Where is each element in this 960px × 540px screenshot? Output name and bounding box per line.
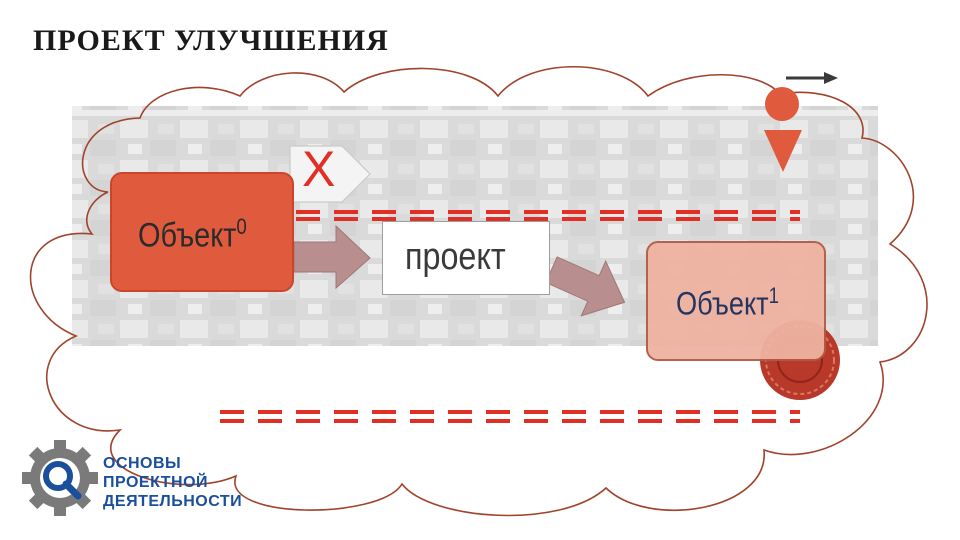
object-end-superscript: 1 (768, 283, 780, 308)
person-body-icon (764, 130, 802, 172)
object-start-label: Объект0 (138, 214, 247, 255)
logo-line-2: ПРОЕКТНОЙ (103, 474, 209, 491)
project-box: проект (382, 221, 550, 295)
band-top-stripe (72, 110, 878, 116)
object-end-box: Объект1 (646, 241, 826, 361)
object-end-label: Объект1 (676, 283, 780, 322)
person-head-icon (765, 87, 799, 121)
pointer-arrowhead-icon (824, 72, 838, 84)
cloud-outline (29, 65, 928, 517)
project-label: проект (405, 236, 506, 278)
x-mark: X (302, 141, 336, 197)
slide-title: ПРОЕКТ УЛУЧШЕНИЯ (33, 24, 389, 57)
arrow-right-icon (293, 224, 371, 290)
logo-line-1: ОСНОВЫ (103, 455, 182, 472)
logo-line-3: ДЕЯТЕЛЬНОСТИ (103, 493, 243, 510)
object-start-superscript: 0 (236, 214, 247, 239)
object-start-box: Объект0 (110, 172, 294, 292)
logo-gear-icon (22, 440, 98, 516)
arrow-diagonal-icon (545, 256, 626, 317)
